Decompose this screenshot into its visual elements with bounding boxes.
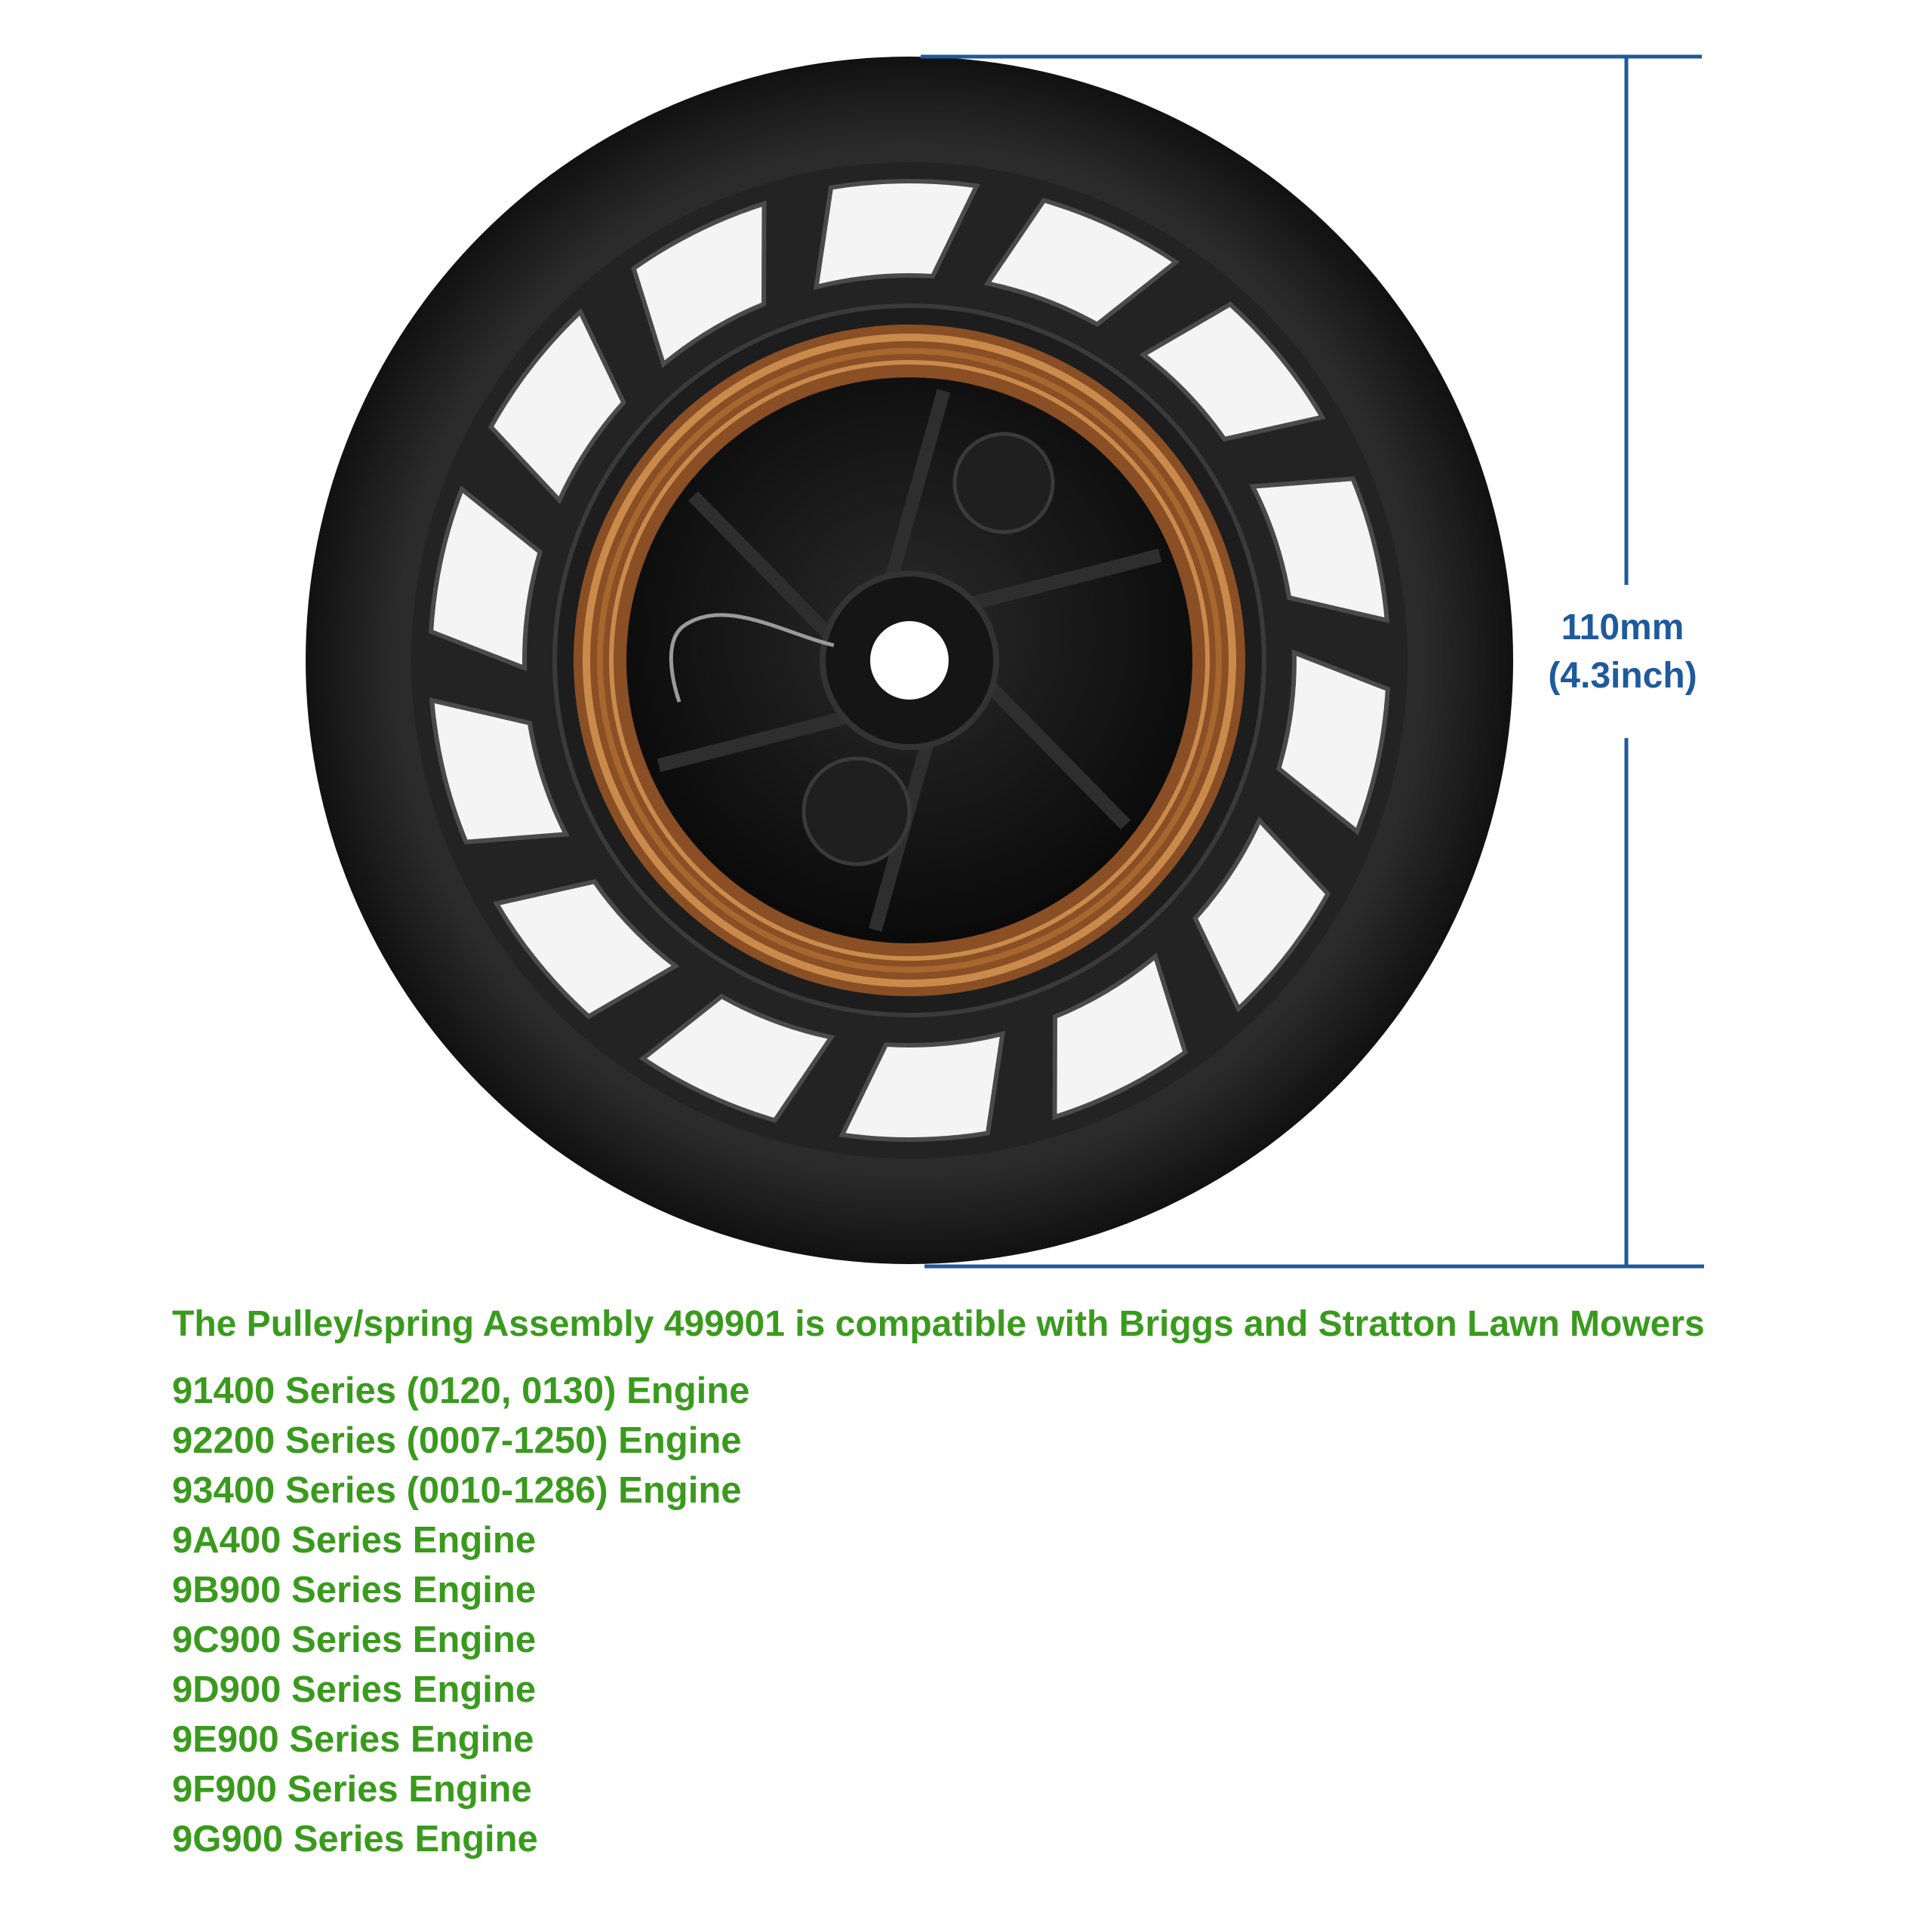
starter-pulley <box>306 57 1513 1264</box>
pulley-window <box>1139 301 1326 442</box>
hub-spoke <box>983 680 1131 830</box>
pulley-window <box>638 993 835 1123</box>
engine-item: 91400 Series (0120, 0130) Engine <box>172 1371 750 1411</box>
dimension-bracket <box>921 54 1704 1269</box>
pulley-window <box>429 485 543 672</box>
recoil-spring-coil <box>609 360 1210 961</box>
hub-spoke <box>968 549 1162 611</box>
recoil-spring-coils <box>583 334 1236 987</box>
pulley-window <box>493 878 680 1020</box>
pulley-window <box>1249 476 1390 623</box>
dimension-label: 110mm (4.3inch) <box>1524 604 1721 700</box>
hub-spoke <box>884 389 951 582</box>
spring-hook <box>669 613 835 703</box>
hub-post <box>801 756 912 866</box>
pulley-window <box>1275 649 1390 835</box>
compatibility-headline: The Pulley/spring Assembly 499901 is com… <box>172 1304 1705 1344</box>
center-bore <box>870 621 949 700</box>
pulley-window <box>429 697 570 844</box>
pulley-window <box>838 1030 1006 1142</box>
dimension-imperial: (4.3inch) <box>1548 656 1697 696</box>
engine-item: 9G900 Series Engine <box>172 1819 538 1860</box>
recoil-spring-coil <box>597 348 1222 973</box>
hub-post <box>952 432 1055 534</box>
engine-item: 9F900 Series Engine <box>172 1769 532 1810</box>
dimension-metric: 110mm <box>1561 608 1684 648</box>
pulley-window <box>983 198 1180 328</box>
pulley-window <box>1052 952 1188 1121</box>
pulley-window <box>1192 816 1331 1013</box>
engine-item: 9B900 Series Engine <box>172 1570 537 1611</box>
product-photo <box>306 54 1704 1269</box>
pulley-window <box>488 308 626 505</box>
pulley-window <box>813 179 980 291</box>
engine-item: 9E900 Series Engine <box>172 1719 534 1760</box>
compatibility-section: The Pulley/spring Assembly 499901 is com… <box>172 1298 1908 1864</box>
pulley-window <box>631 200 767 368</box>
engine-list: 91400 Series (0120, 0130) Engine 92200 S… <box>172 1366 1908 1864</box>
engine-item: 93400 Series (0010-1286) Engine <box>172 1470 742 1511</box>
hub-spokes <box>657 389 1162 932</box>
engine-item: 9C900 Series Engine <box>172 1620 537 1660</box>
hub-spoke <box>688 491 835 641</box>
engine-item: 92200 Series (0007-1250) Engine <box>172 1420 742 1461</box>
engine-item: 9D900 Series Engine <box>172 1669 537 1710</box>
hub-spoke <box>657 710 851 772</box>
pulley-window-ring <box>429 179 1390 1142</box>
engine-item: 9A400 Series Engine <box>172 1520 537 1561</box>
